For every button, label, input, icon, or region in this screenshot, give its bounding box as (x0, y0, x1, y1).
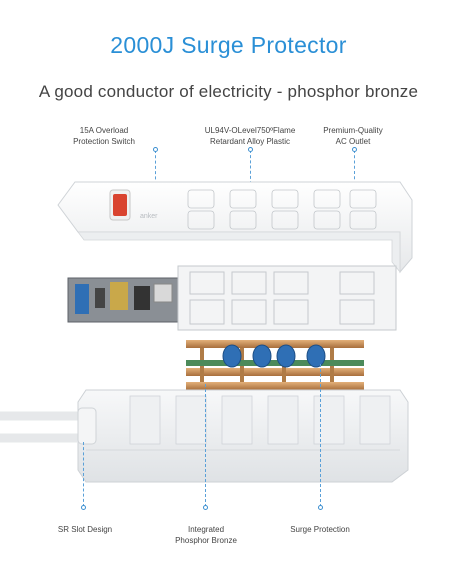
svg-text:anker: anker (140, 213, 158, 220)
leader-dot (153, 147, 158, 152)
page-title: 2000J Surge Protector (110, 32, 347, 58)
leader-line (155, 150, 156, 190)
leader-line (250, 150, 251, 210)
power-switch-icon (113, 194, 127, 216)
base-housing (77, 389, 409, 483)
leader-dot (248, 147, 253, 152)
socket-frame (177, 265, 397, 331)
leader-dot (318, 505, 323, 510)
leader-line (354, 150, 355, 195)
callout-surge-protection: Surge Protection (290, 525, 350, 534)
leader-line (83, 442, 84, 507)
top-cover: anker (57, 181, 413, 274)
circuit-board-icon (67, 277, 179, 323)
leader-dot (203, 505, 208, 510)
leader-line (320, 364, 321, 507)
phosphor-bronze-strips (186, 340, 364, 390)
leader-dot (81, 505, 86, 510)
power-cord-icon (0, 407, 97, 445)
leader-line (205, 384, 206, 507)
varistor-icon (222, 344, 326, 368)
callout-sr-slot: SR Slot Design (57, 525, 113, 534)
page-subtitle: A good conductor of electricity - phosph… (38, 82, 419, 101)
leader-dot (352, 147, 357, 152)
outlet-icon (187, 189, 377, 230)
